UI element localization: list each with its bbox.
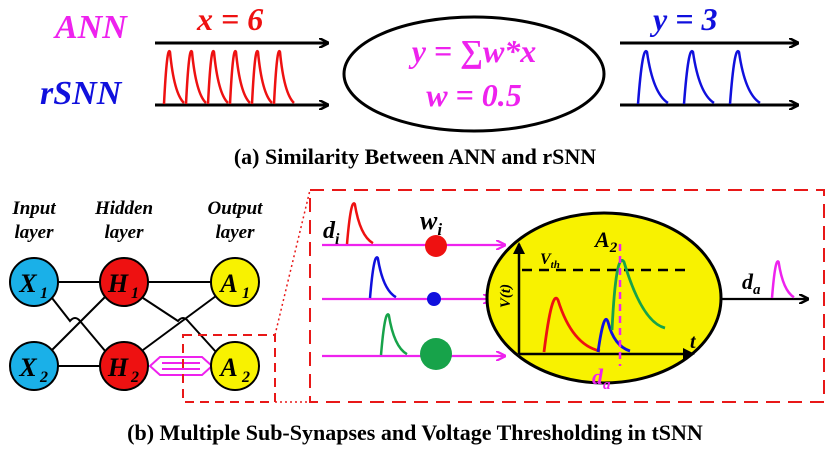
weight-ellipse xyxy=(342,15,606,133)
svg-text:1: 1 xyxy=(242,285,250,302)
weight-dot-3 xyxy=(420,338,452,370)
weight-equation: w = 0.5 xyxy=(426,77,522,113)
wi-label: wi xyxy=(420,206,442,239)
output-spike-train xyxy=(636,49,761,105)
output-spike xyxy=(636,49,669,105)
input-spike-train xyxy=(162,49,295,105)
sub-synapse-spike-blue xyxy=(368,256,397,299)
da-right-label: da xyxy=(742,269,761,298)
output-value-label: y = 3 xyxy=(649,1,717,37)
membrane-curve-blue xyxy=(596,317,631,353)
output-spike xyxy=(682,49,715,105)
input-spike xyxy=(206,49,229,105)
input-spike xyxy=(250,49,273,105)
input-spike xyxy=(184,49,207,105)
input-layer-header: Input xyxy=(11,198,56,219)
hidden-layer-header-2: layer xyxy=(104,222,144,243)
input-spike xyxy=(272,49,295,105)
node-h1: H 1 xyxy=(99,257,149,307)
node-a2: A 2 xyxy=(210,341,260,391)
weight-dot-2 xyxy=(427,292,441,306)
zoom-connector-top xyxy=(274,189,311,336)
sub-synapse-spike-red xyxy=(345,202,374,245)
svg-text:2: 2 xyxy=(39,369,48,386)
output-spike-magenta xyxy=(770,260,795,299)
da-bottom-label: da xyxy=(592,364,611,393)
zoom-detail-box xyxy=(309,189,825,403)
svg-text:H: H xyxy=(107,353,129,382)
output-spike xyxy=(770,260,795,299)
input-layer-header-2: layer xyxy=(14,222,54,243)
input-spike xyxy=(162,49,185,105)
network-connections xyxy=(51,281,217,367)
svg-text:1: 1 xyxy=(131,285,139,302)
caption-b: (b) Multiple Sub-Synapses and Voltage Th… xyxy=(127,420,703,445)
vth-label: Vth xyxy=(540,251,560,271)
membrane-potential-curves xyxy=(542,259,666,353)
svg-text:A: A xyxy=(218,269,237,298)
zoom-source-box xyxy=(182,334,276,403)
svg-text:X: X xyxy=(18,269,37,298)
svg-text:1: 1 xyxy=(40,285,48,302)
svg-text:2: 2 xyxy=(241,369,250,386)
sub-synapse-spike-green xyxy=(379,313,408,356)
node-x1: X 1 xyxy=(9,257,59,307)
output-layer-header: Output xyxy=(208,198,264,219)
svg-text:2: 2 xyxy=(130,369,139,386)
rsnn-label: rSNN xyxy=(40,75,123,112)
node-a1: A 1 xyxy=(210,257,260,307)
hidden-layer-header: Hidden xyxy=(94,198,153,219)
vt-axis-label: V(t) xyxy=(498,284,514,308)
membrane-curve-green xyxy=(610,259,666,331)
caption-a: (a) Similarity Between ANN and rSNN xyxy=(234,144,596,169)
output-spike xyxy=(728,49,761,105)
sum-equation: y = ∑w*x xyxy=(408,33,537,69)
input-spike xyxy=(228,49,251,105)
node-x2: X 2 xyxy=(9,341,59,391)
svg-text:X: X xyxy=(18,353,37,382)
highlighted-synapse xyxy=(148,356,214,376)
sub-synapse-spikes xyxy=(345,202,408,356)
t-axis-label: t xyxy=(690,331,697,353)
svg-text:H: H xyxy=(107,269,129,298)
membrane-curve-red xyxy=(542,296,601,353)
node-h2: H 2 xyxy=(99,341,149,391)
ann-label: ANN xyxy=(53,9,128,46)
output-layer-header-2: layer xyxy=(215,222,255,243)
input-value-label: x = 6 xyxy=(196,1,263,37)
a2-label: A2 xyxy=(593,227,618,256)
svg-text:A: A xyxy=(218,353,237,382)
di-label: di xyxy=(323,218,340,248)
weight-dot-1 xyxy=(425,235,447,257)
